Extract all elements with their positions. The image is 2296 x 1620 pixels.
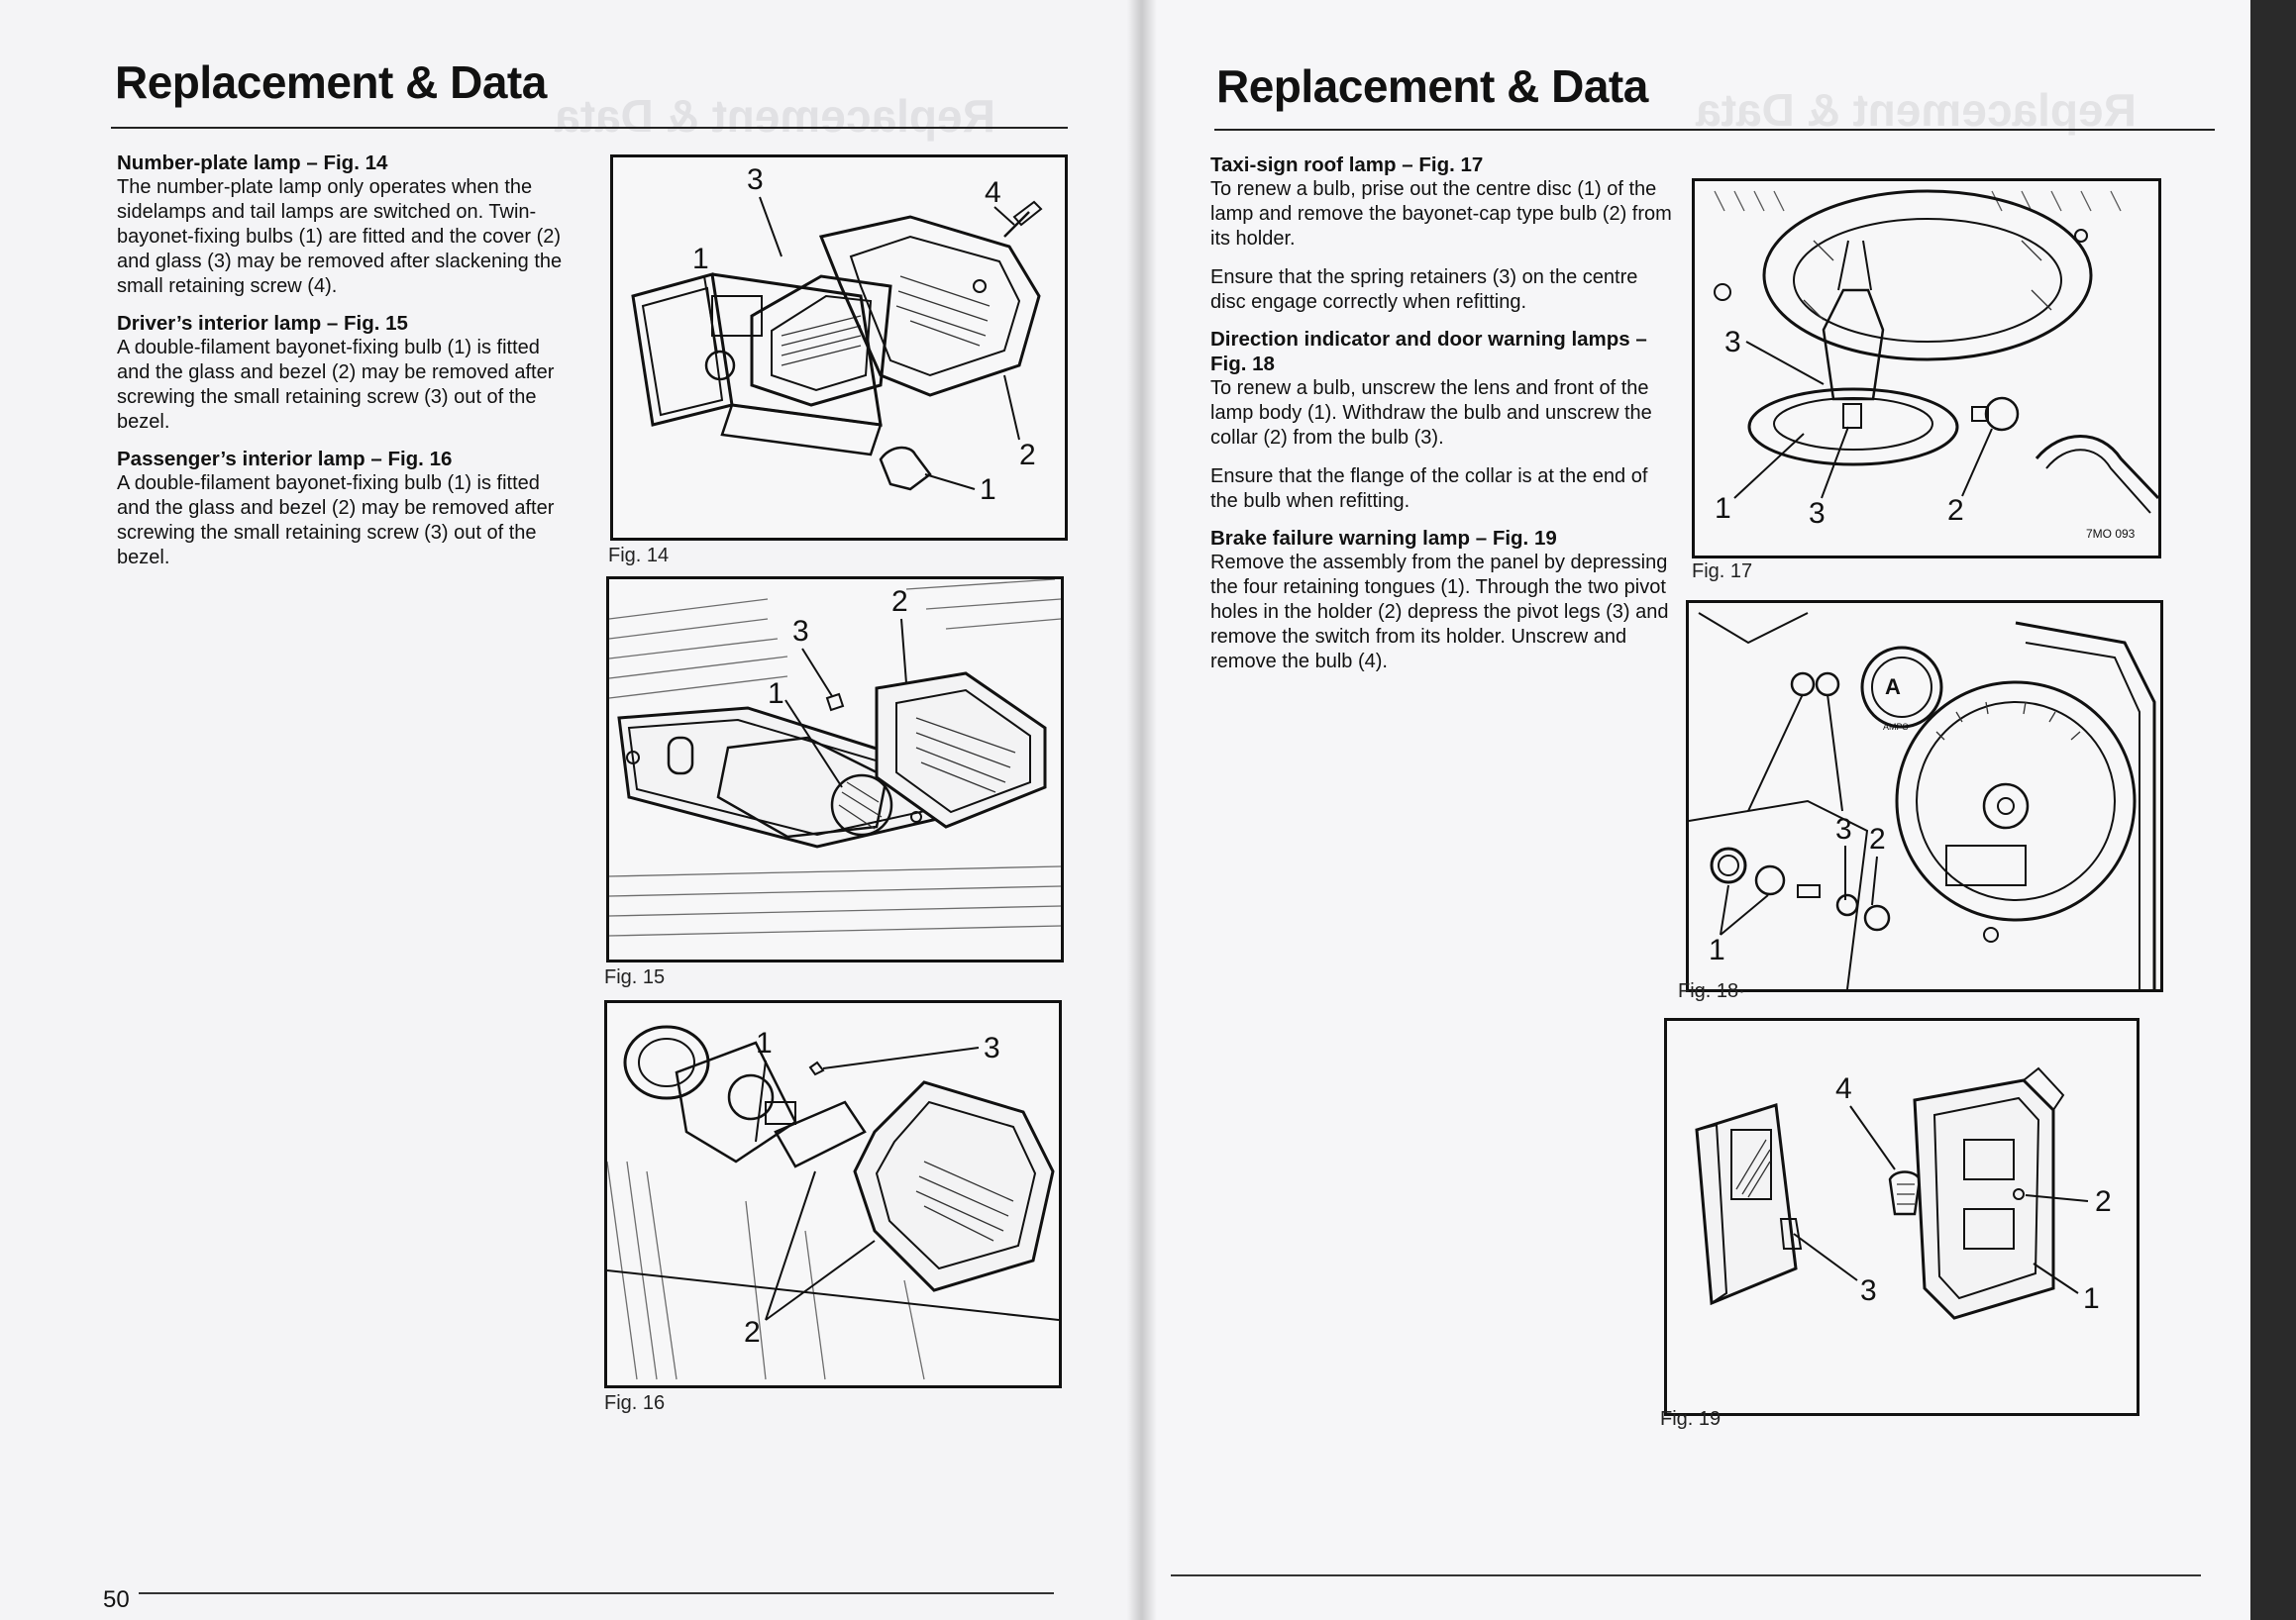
section-title: Driver’s interior lamp – Fig. 15: [117, 312, 408, 335]
section-brake-failure-warning-lamp: Brake failure warning lamp – Fig. 19 Rem…: [1210, 526, 1676, 674]
reference-code: 7MO 093: [2086, 527, 2136, 541]
direction-indicator-lamp-illustration: A AMPS 3 2 1: [1689, 612, 2156, 989]
book-gutter-shadow: [1127, 0, 1157, 1620]
text-column: Number-plate lamp – Fig. 14 The number-p…: [117, 151, 574, 582]
section-number-plate-lamp: Number-plate lamp – Fig. 14 The number-p…: [117, 151, 574, 299]
section-title: Taxi-sign roof lamp – Fig. 17: [1210, 153, 1484, 176]
right-page: Replacement & Data Replacement & Data Ta…: [1141, 0, 2250, 1620]
section-paragraph: To renew a bulb, unscrew the lens and fr…: [1210, 377, 1652, 449]
callout-2: 2: [1019, 439, 1036, 471]
section-direction-indicator-lamps: Direction indicator and door warning lam…: [1210, 327, 1676, 514]
callout-1: 1: [768, 677, 784, 710]
footer-rule: [139, 1592, 1054, 1594]
callout-3: 3: [1724, 326, 1741, 358]
callout-1: 1: [1715, 492, 1731, 525]
callout-4: 4: [985, 176, 1001, 209]
section-paragraph: To renew a bulb, prise out the centre di…: [1210, 178, 1672, 250]
callout-3: 3: [984, 1032, 1000, 1064]
left-page: Replacement & Data Replacement & Data Nu…: [0, 0, 1141, 1620]
callout-2: 2: [1869, 823, 1886, 856]
callout-1: 1: [2083, 1282, 2100, 1315]
figure-18: A AMPS 3 2 1: [1686, 600, 2163, 992]
page-number: 50: [103, 1586, 130, 1613]
number-plate-lamp-illustration: 3 4 1 2 1: [631, 163, 1043, 506]
callout-1b: 1: [980, 473, 996, 506]
section-paragraph: A double-filament bayonet-fixing bulb (1…: [117, 337, 555, 433]
bleed-through-ghost-text: Replacement & Data: [555, 90, 995, 142]
callout-1: 1: [1709, 934, 1725, 966]
section-drivers-interior-lamp: Driver’s interior lamp – Fig. 15 A doubl…: [117, 311, 574, 435]
text-column: Taxi-sign roof lamp – Fig. 17 To renew a…: [1210, 152, 1676, 686]
figure-18-caption: Fig. 18·: [1678, 980, 1745, 1002]
section-taxi-sign-roof-lamp: Taxi-sign roof lamp – Fig. 17 To renew a…: [1210, 152, 1676, 315]
figure-16-caption: Fig. 16: [604, 1392, 666, 1414]
brake-failure-warning-lamp-illustration: 4 2 3 1: [1695, 1066, 2112, 1320]
section-paragraph: A double-filament bayonet-fixing bulb (1…: [117, 472, 555, 568]
figure-19-caption: Fig. 19: [1660, 1408, 1722, 1430]
page-heading: Replacement & Data: [115, 56, 547, 108]
heading-rule: [111, 127, 1068, 129]
passengers-interior-lamp-illustration: 1 3 2: [607, 1025, 1059, 1380]
drivers-interior-lamp-illustration: 3 2 1: [609, 579, 1061, 937]
callout-2: 2: [891, 585, 908, 618]
figure-15-caption: Fig. 15: [604, 966, 666, 988]
svg-text:A: A: [1885, 674, 1901, 699]
callout-3: 3: [1860, 1274, 1877, 1307]
callout-1: 1: [692, 243, 709, 275]
section-title: Direction indicator and door warning lam…: [1210, 328, 1647, 375]
figure-17-caption: Fig. 17: [1692, 560, 1753, 582]
section-paragraph: Ensure that the flange of the collar is …: [1210, 465, 1648, 512]
amps-gauge-label: AMPS: [1883, 722, 1909, 732]
callout-2: 2: [744, 1316, 761, 1349]
figure-14: 3 4 1 2 1: [610, 154, 1068, 541]
taxi-sign-roof-lamp-illustration: 3 1 3 2 7MO 093: [1714, 189, 2158, 541]
callout-2: 2: [2095, 1185, 2112, 1218]
callout-3: 3: [1835, 813, 1852, 846]
figure-17: 3 1 3 2 7MO 093: [1692, 178, 2161, 558]
footer-rule: [1171, 1574, 2201, 1576]
callout-2: 2: [1947, 494, 1964, 527]
section-passengers-interior-lamp: Passenger’s interior lamp – Fig. 16 A do…: [117, 447, 574, 570]
section-title: Brake failure warning lamp – Fig. 19: [1210, 527, 1557, 550]
callout-1: 1: [756, 1027, 773, 1060]
figure-14-caption: Fig. 14: [608, 545, 670, 566]
figure-16: 1 3 2: [604, 1000, 1062, 1388]
section-paragraph: Ensure that the spring retainers (3) on …: [1210, 266, 1638, 313]
section-title: Number-plate lamp – Fig. 14: [117, 152, 388, 174]
callout-4: 4: [1835, 1072, 1852, 1105]
section-title: Passenger’s interior lamp – Fig. 16: [117, 448, 453, 470]
figure-15: 3 2 1: [606, 576, 1064, 962]
figure-19: 4 2 3 1: [1664, 1018, 2139, 1416]
callout-3b: 3: [1809, 497, 1826, 530]
callout-3: 3: [747, 163, 764, 196]
section-paragraph: The number-plate lamp only operates when…: [117, 176, 563, 297]
page-heading: Replacement & Data: [1216, 60, 1648, 112]
heading-rule: [1214, 129, 2215, 131]
section-paragraph: Remove the assembly from the panel by de…: [1210, 552, 1669, 672]
callout-3: 3: [792, 615, 809, 648]
